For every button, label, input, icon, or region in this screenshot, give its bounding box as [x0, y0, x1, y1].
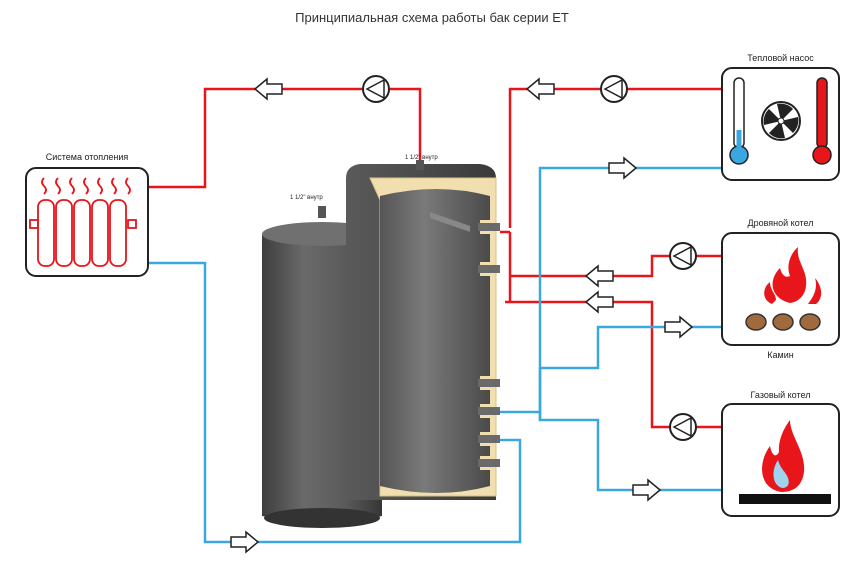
pump-icon: [669, 413, 697, 441]
flow-arrow-icon: [230, 530, 260, 554]
flow-arrow-icon: [253, 77, 283, 101]
hot-pipes: [148, 87, 722, 429]
flow-arrow-icon: [525, 77, 555, 101]
flow-arrow-icon: [584, 290, 614, 314]
thermometer-hot-icon: [812, 77, 832, 165]
heating-system-label: Система отопления: [45, 152, 129, 162]
heat-pump-label: Тепловой насос: [747, 53, 814, 63]
flow-arrow-icon: [584, 264, 614, 288]
flow-arrow-icon: [608, 156, 638, 180]
logs-icon: [745, 313, 821, 331]
thermometer-cold-icon: [729, 77, 749, 165]
gas-boiler-box: [721, 403, 840, 517]
page-title: Принципиальная схема работы бак серии ЕТ: [295, 10, 569, 25]
heating-system-box: [25, 167, 149, 277]
buffer-tank-cutaway: [346, 160, 500, 500]
pump-icon: [600, 75, 628, 103]
flow-arrow-icon: [664, 315, 694, 339]
gas-boiler-label: Газовый котел: [750, 390, 811, 400]
heat-pump-box: [721, 67, 840, 181]
pump-icon: [669, 242, 697, 270]
port-label-top-right: 1 1/2" внутр: [405, 155, 438, 161]
radiator-icon: [29, 177, 137, 267]
flow-arrow-icon: [632, 478, 662, 502]
gas-flame-icon: [739, 420, 831, 504]
port-label-top-left: 1 1/2" внутр: [290, 195, 323, 201]
fan-icon: [761, 101, 801, 141]
pump-icon: [362, 75, 390, 103]
wood-boiler-box: [721, 232, 840, 346]
fireplace-label: Камин: [767, 350, 794, 360]
flame-icon: [764, 247, 822, 304]
wood-boiler-label: Дровяной котел: [747, 218, 814, 228]
